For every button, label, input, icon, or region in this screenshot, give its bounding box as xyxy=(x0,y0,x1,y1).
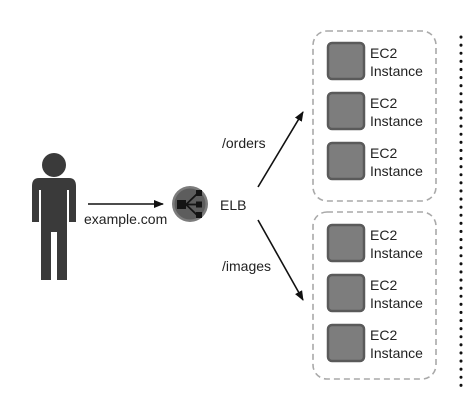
instance-label-line2: Instance xyxy=(370,295,423,311)
images-route-label: /images xyxy=(222,258,271,274)
instance-label-line1: EC2 xyxy=(370,95,397,111)
ec2-instance: EC2 Instance xyxy=(326,41,423,81)
instance-label-line2: Instance xyxy=(370,245,423,261)
instance-label-line1: EC2 xyxy=(370,45,397,61)
orders-route-arrow xyxy=(257,111,304,188)
person-icon xyxy=(32,153,76,280)
images-instance-group: EC2 Instance EC2 Instance EC2 Instance xyxy=(312,211,437,380)
ec2-instance: EC2 Instance xyxy=(326,141,423,181)
orders-route-label: /orders xyxy=(222,135,266,151)
ec2-instance-icon xyxy=(326,91,366,131)
ec2-instance-icon xyxy=(326,141,366,181)
instance-label-line2: Instance xyxy=(370,163,423,179)
images-route-arrow xyxy=(257,219,304,301)
ec2-instance: EC2 Instance xyxy=(326,323,423,363)
domain-label: example.com xyxy=(84,211,167,227)
instance-label-line2: Instance xyxy=(370,113,423,129)
ec2-instance: EC2 Instance xyxy=(326,273,423,313)
ec2-instance: EC2 Instance xyxy=(326,223,423,263)
orders-instance-group: EC2 Instance EC2 Instance EC2 Instance xyxy=(312,30,437,202)
elb-label: ELB xyxy=(220,197,246,213)
instance-label-line2: Instance xyxy=(370,63,423,79)
ec2-instance-icon xyxy=(326,223,366,263)
instance-label-line1: EC2 xyxy=(370,145,397,161)
group-border xyxy=(312,211,437,380)
ec2-instance: EC2 Instance xyxy=(326,91,423,131)
ec2-instance-icon xyxy=(326,41,366,81)
instance-label-line1: EC2 xyxy=(370,227,397,243)
instance-label-line2: Instance xyxy=(370,345,423,361)
instance-label-line1: EC2 xyxy=(370,327,397,343)
ec2-instance-icon xyxy=(326,323,366,363)
instance-label-line1: EC2 xyxy=(370,277,397,293)
load-balancer-icon xyxy=(172,186,208,222)
ec2-instance-icon xyxy=(326,273,366,313)
